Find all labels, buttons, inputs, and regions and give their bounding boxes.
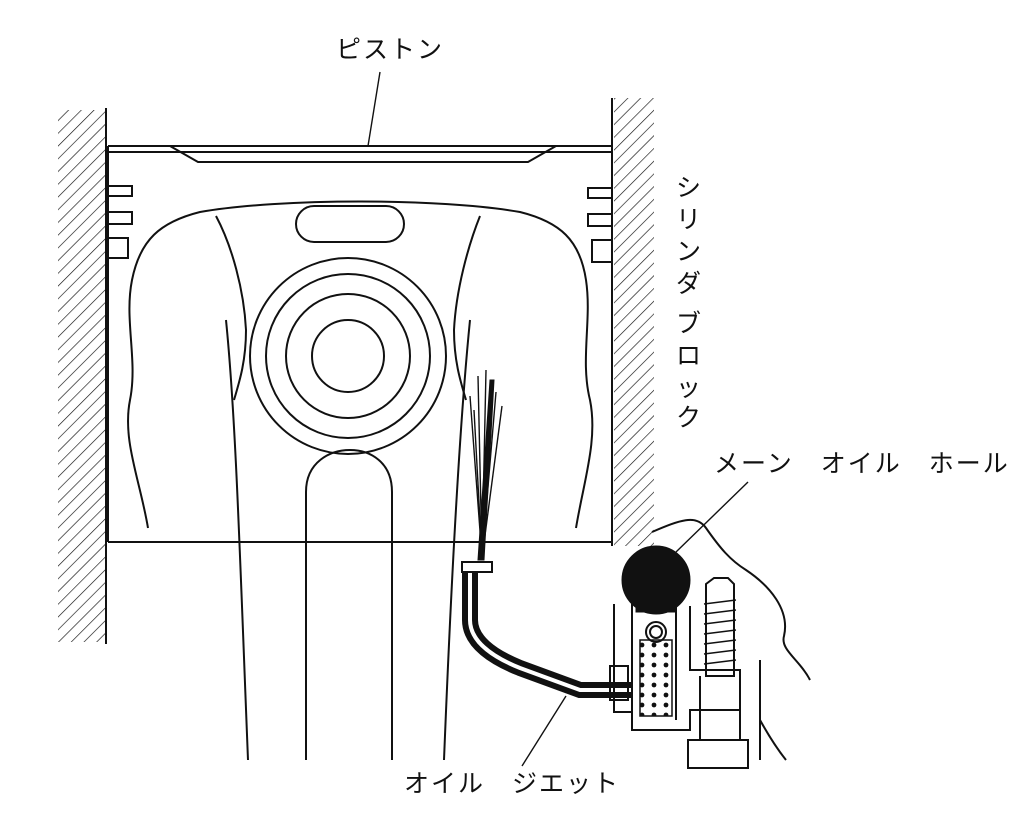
svg-text:シ: シ <box>676 173 703 202</box>
oil-jet-tube <box>461 561 632 698</box>
svg-text:ク: ク <box>676 403 703 432</box>
label-main-oil-hole: メーン オイル ホール <box>714 449 1010 478</box>
svg-text:ッ: ッ <box>676 373 703 402</box>
connecting-rod <box>225 319 471 761</box>
label-oil-jet: オイル ジエット <box>404 769 620 798</box>
oil-spray <box>469 369 503 561</box>
svg-text:ブ: ブ <box>676 309 703 338</box>
label-piston: ピストン <box>336 35 444 64</box>
leader-lines <box>367 71 749 767</box>
check-valve <box>609 600 741 731</box>
piston <box>107 145 613 543</box>
cylinder-wall-left <box>58 108 107 644</box>
mounting-bolt <box>687 577 761 769</box>
svg-text:ダ: ダ <box>676 269 703 298</box>
block-casting-outline <box>651 518 811 761</box>
svg-text:ン: ン <box>676 237 703 266</box>
label-cylinder-block: シ リ ン ダ ブ ロ ッ ク <box>676 173 703 432</box>
piston-pin <box>249 257 447 455</box>
svg-text:リ: リ <box>676 205 703 234</box>
svg-text:ロ: ロ <box>676 341 703 370</box>
main-oil-hole <box>621 545 691 615</box>
cylinder-wall-right <box>611 98 654 546</box>
